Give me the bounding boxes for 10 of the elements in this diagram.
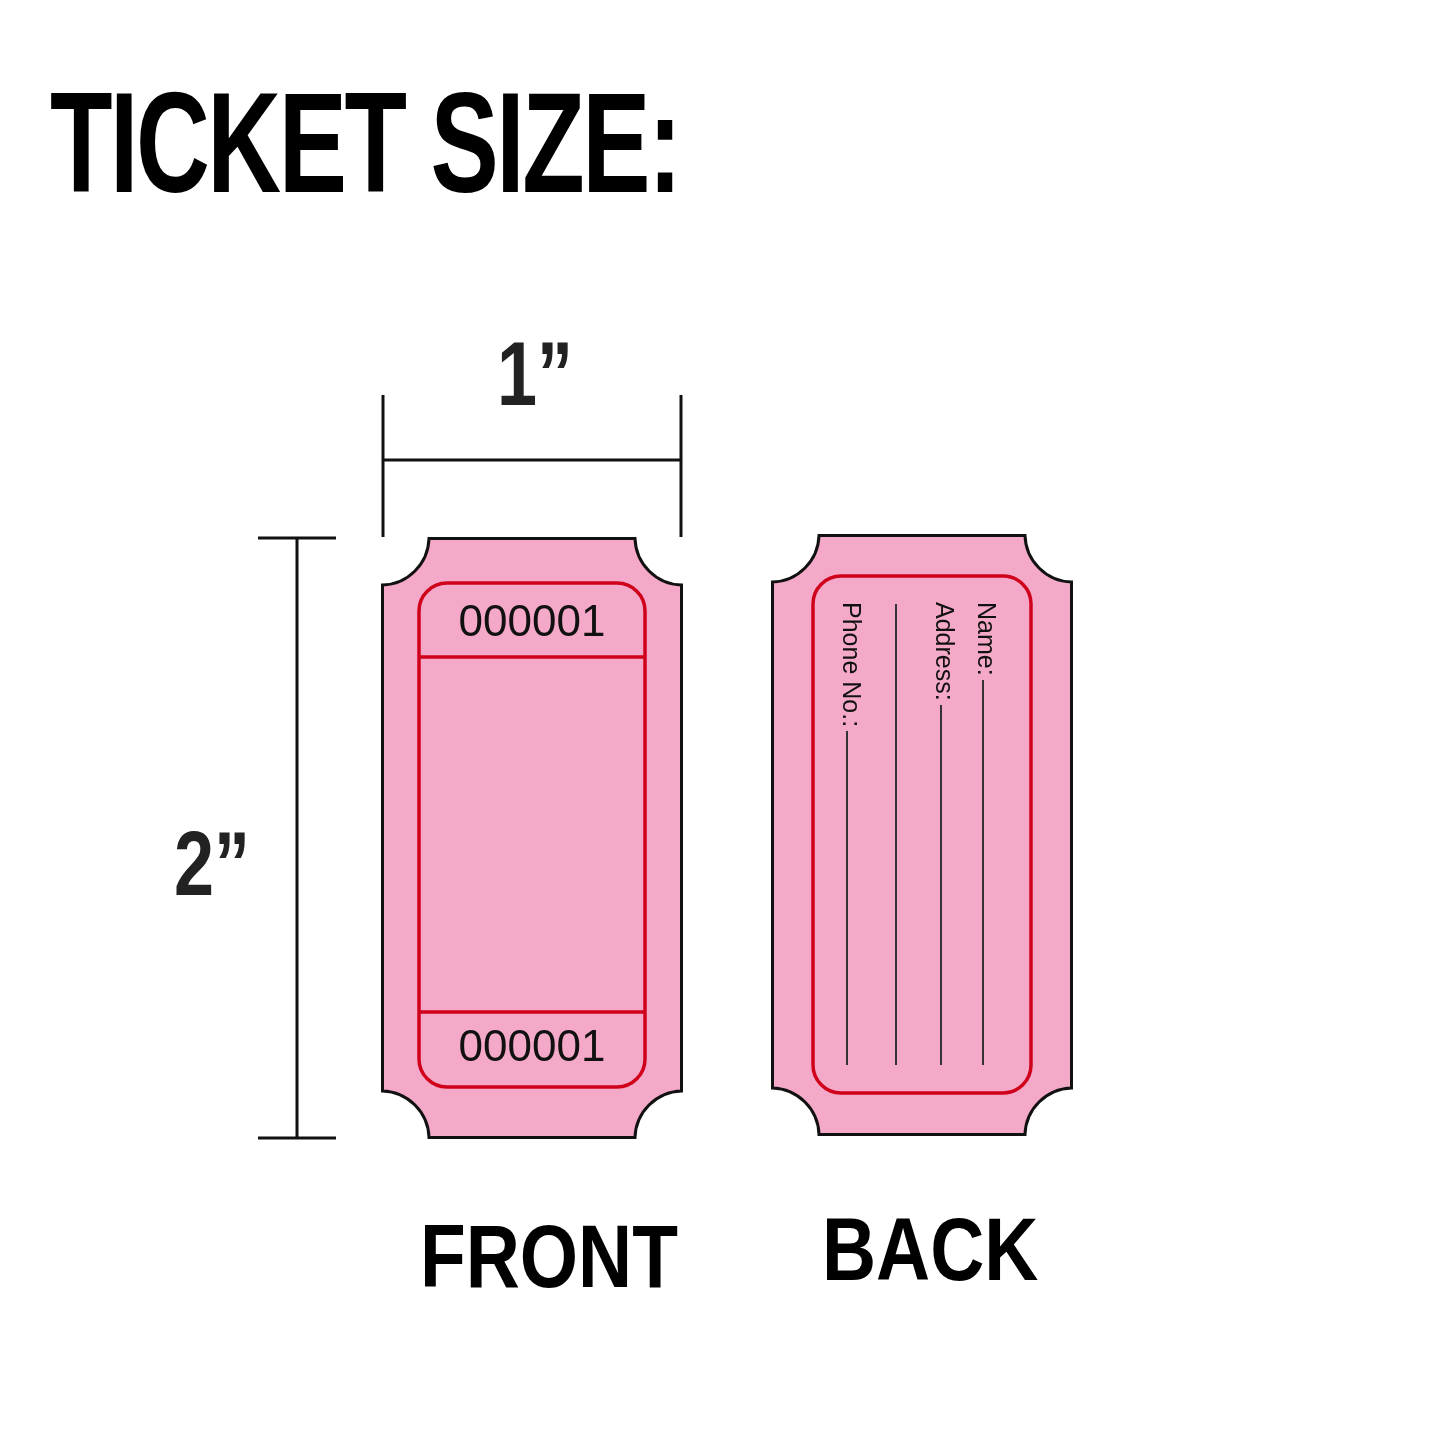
serial-number: 000001 bbox=[457, 599, 607, 643]
serial-number: 000001 bbox=[457, 1024, 607, 1068]
field-label: Phone No.: bbox=[839, 602, 864, 728]
dimension-label: 2” bbox=[174, 818, 251, 908]
field-label: Address: bbox=[932, 602, 957, 701]
node-label: FRONT bbox=[420, 1212, 678, 1301]
dimension-label: 1” bbox=[497, 328, 574, 418]
field-label: Name: bbox=[974, 602, 999, 676]
node-label: BACK bbox=[822, 1205, 1039, 1294]
heading: TICKET SIZE: bbox=[50, 72, 680, 214]
